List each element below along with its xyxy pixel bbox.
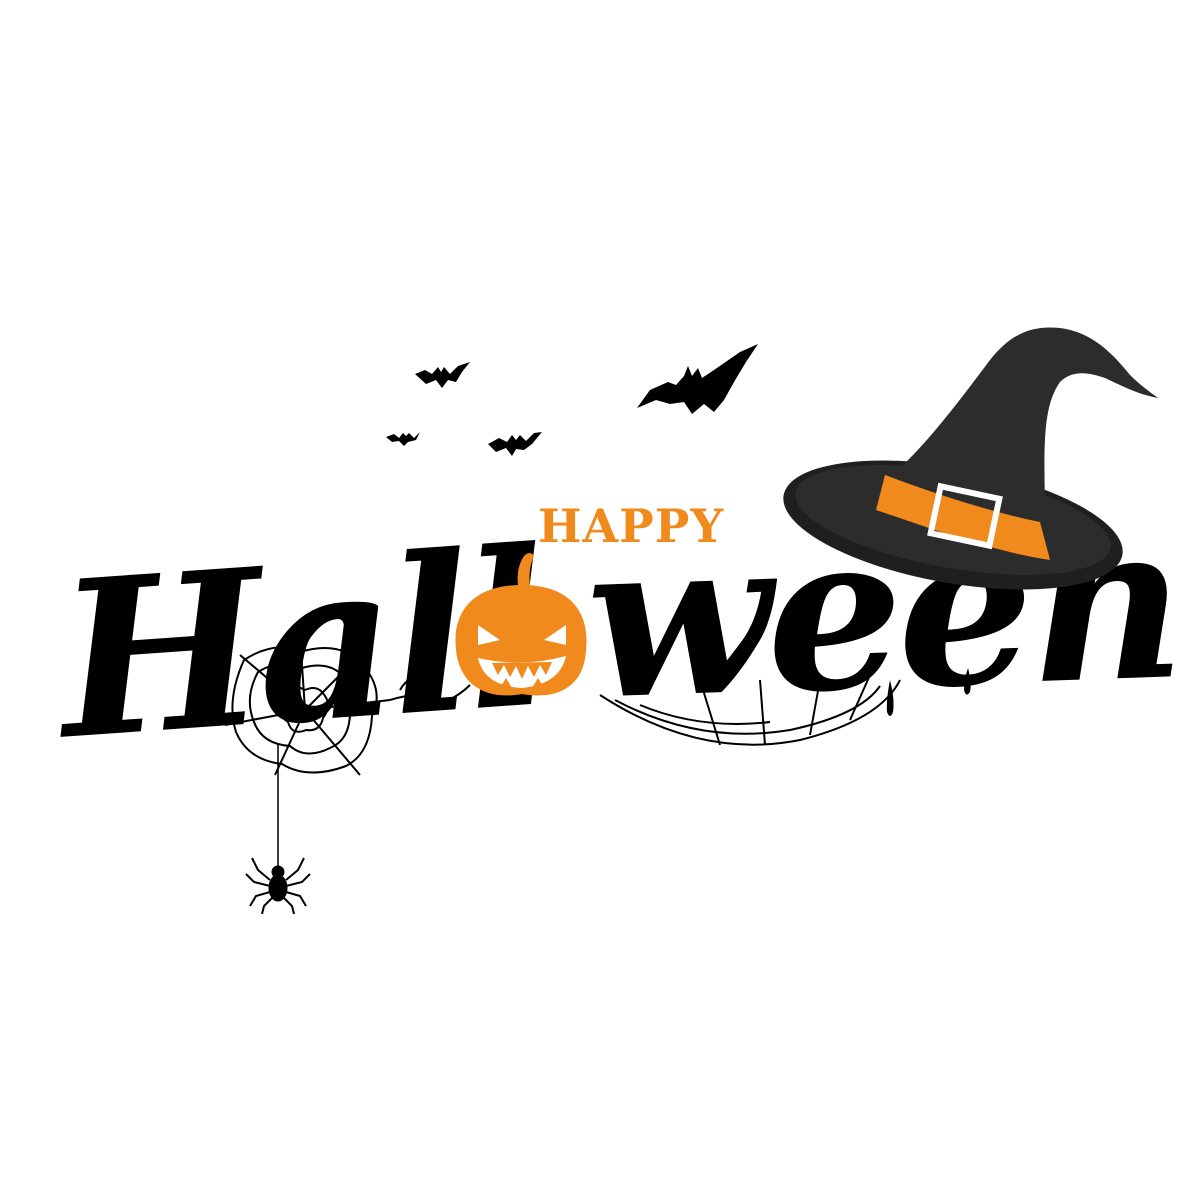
bat-icon [386, 432, 420, 446]
witch-hat-icon [783, 327, 1158, 590]
bats-group [386, 344, 758, 456]
spider-icon [245, 857, 311, 915]
buckle [927, 482, 1003, 550]
bat-icon [637, 344, 758, 414]
bat-icon [488, 432, 542, 456]
happy-heading: HAPPY [538, 499, 724, 553]
bat-icon [415, 362, 470, 388]
jack-o-lantern-icon [455, 553, 587, 696]
drips [886, 668, 971, 716]
spider-web-icon [224, 634, 471, 875]
spider-web-icon [599, 674, 901, 746]
